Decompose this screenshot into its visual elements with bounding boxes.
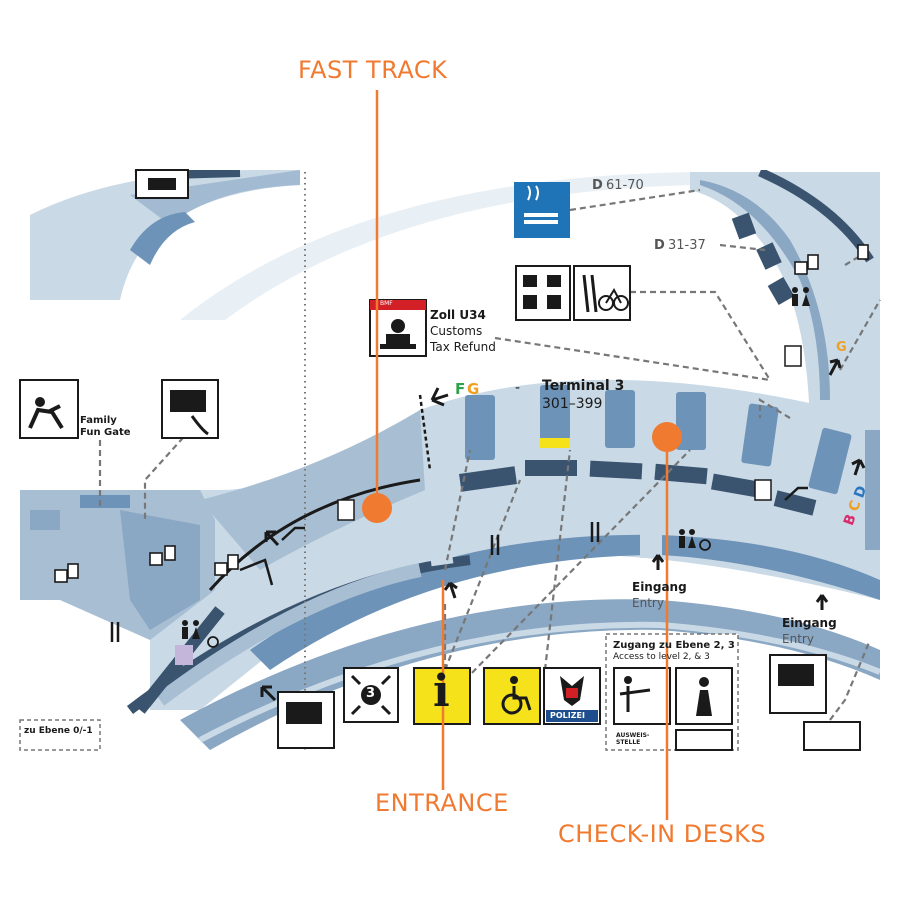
level-3-badge: 3 [366,686,376,701]
fast-track-label: FAST TRACK [298,56,448,84]
access-de: Zugang zu Ebene 2, 3 [613,640,735,651]
sign-level-3 [343,667,399,723]
check-in-desks [465,385,852,495]
gate-g-right-label: G [836,340,847,355]
toilets-icon [182,287,810,639]
gate-d-31-37-letter: D [654,238,665,253]
sign-currency-exchange-right [769,654,827,714]
sign-family [19,379,79,439]
sign-partial-bottom-right [803,721,861,751]
escalator-icon [281,486,808,541]
check-in-desks-label: CHECK-IN DESKS [558,820,767,848]
sign-accessible [483,667,541,725]
callout-markers [362,90,682,820]
upper-curved-band [180,172,700,320]
gate-f-label: F [455,380,466,398]
entrance-label: ENTRANCE [375,789,509,817]
customs-line1: Customs [430,324,483,338]
sign-customs [369,299,427,357]
customs-title: Zoll U34 [430,308,486,322]
customs-badge: BMF [380,300,393,307]
access-box [605,633,739,751]
sign-smoking [514,182,570,238]
fast-track-marker [362,493,392,523]
family-line1: Family [80,415,117,426]
gate-d-31-37-number: 31-37 [668,238,706,253]
terminal-name: Terminal 3 [542,378,625,394]
direction-arrows [260,358,866,702]
entry-2-de: Eingang [782,616,837,630]
sign-currency-exchange-top [161,379,219,439]
desk-highlight [540,438,570,448]
building-upper-left [30,170,300,300]
information-icon: i [433,666,450,717]
gate-dash: - [515,380,521,396]
gate-g-label: G [467,380,480,398]
access-sub: AUSWEIS-STELLE [616,732,650,746]
terminal-range: 301–399 [542,396,603,412]
accessible-small-icon [207,539,711,648]
sign-police [543,667,601,725]
access-en: Access to level 2, & 3 [613,652,710,662]
gate-d-61-70-letter: D [592,178,603,193]
elevator-icon [337,345,802,521]
shopping-icon [54,244,869,583]
entry-1-en: Entry [632,596,664,610]
police-label: POLIZEI [550,711,585,720]
sign-bulky-baggage [573,265,631,321]
check-in-marker [652,422,682,452]
family-line2: Fun Gate [80,427,131,438]
restaurant-icon [110,522,600,642]
level-note: zu Ebene 0/-1 [24,726,93,736]
entry-1-de: Eingang [632,580,687,594]
gate-d-61-70-number: 61-70 [606,178,644,193]
customs-line2: Tax Refund [430,340,496,354]
sign-luggage [515,265,571,321]
entry-2-en: Entry [782,632,814,646]
outer-walkway [250,534,880,670]
sign-currency-exchange-bottom [277,691,335,749]
sign-seating-top [135,169,189,199]
